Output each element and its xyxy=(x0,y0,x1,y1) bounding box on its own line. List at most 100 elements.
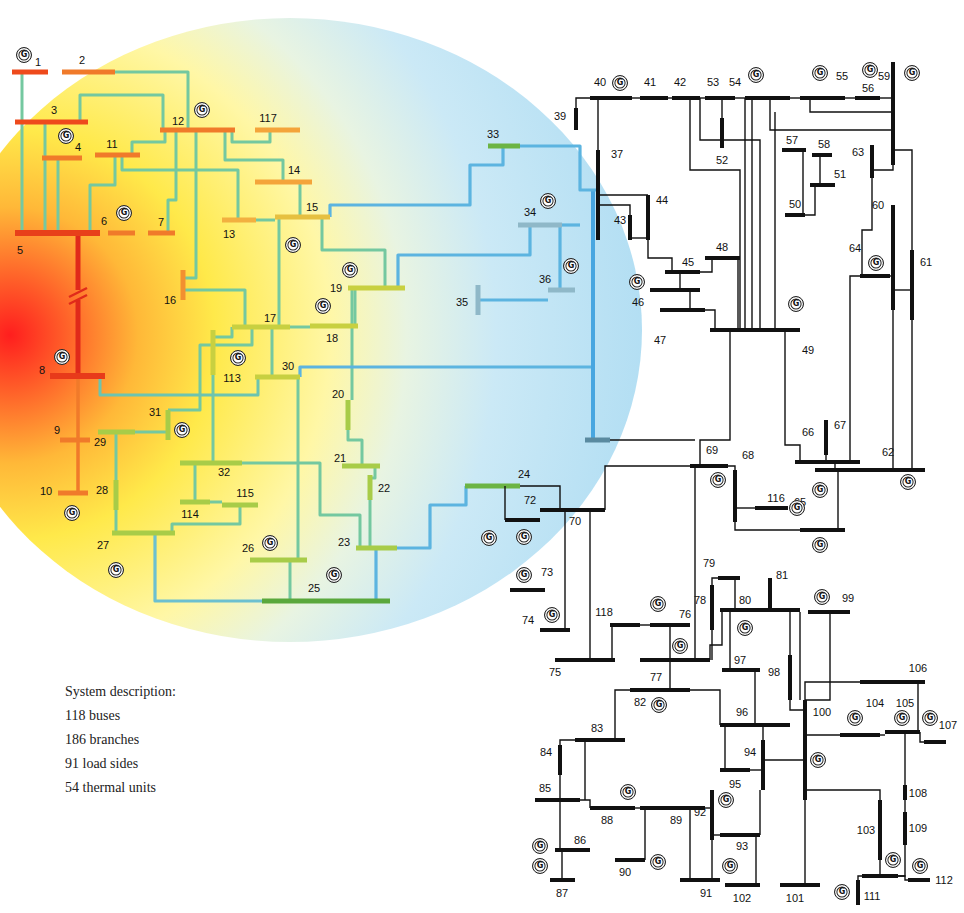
branch-line-black xyxy=(640,624,650,625)
bus-bar xyxy=(12,72,610,601)
generator-symbol: G xyxy=(540,193,556,209)
bus-number: 27 xyxy=(97,539,109,551)
bus-bar-black xyxy=(788,655,792,700)
branch-line-black xyxy=(504,486,505,520)
bus-bar xyxy=(42,156,82,161)
bus-number: 59 xyxy=(878,70,890,82)
generator-symbol: G xyxy=(516,567,532,583)
bus-bar-black xyxy=(558,745,562,775)
branch-line-black xyxy=(751,98,752,330)
bus-bar-black xyxy=(718,576,740,580)
bus-bar-black xyxy=(860,274,890,278)
bus-bar-black xyxy=(690,464,728,468)
bus-number: 13 xyxy=(223,228,235,240)
branch-line-black xyxy=(648,240,672,272)
generator-symbol: G xyxy=(922,710,938,726)
bus-bar-black xyxy=(812,153,832,157)
bus-bar-black xyxy=(903,785,907,800)
bus-number: 34 xyxy=(524,206,536,218)
branch-line-black xyxy=(669,660,670,690)
bus-bar-black xyxy=(855,96,880,100)
bus-number: 50 xyxy=(789,198,801,210)
bus-bar-black xyxy=(705,256,740,260)
bus-number: 9 xyxy=(54,424,60,436)
bus-bar-black xyxy=(596,150,600,240)
bus-number: 46 xyxy=(632,296,644,308)
branch-line xyxy=(225,130,283,182)
bus-number: 114 xyxy=(181,508,199,520)
bus-bar-black xyxy=(710,585,714,630)
bus-bar xyxy=(166,410,171,440)
branch-line-black xyxy=(589,510,590,660)
hot-branch xyxy=(69,233,87,493)
generator-letter: G xyxy=(727,862,734,870)
branch-line-black xyxy=(728,466,735,470)
branch-line-black xyxy=(893,289,912,290)
bus-bar-black xyxy=(720,768,750,772)
bus-number: 53 xyxy=(707,76,719,88)
bus-number: 19 xyxy=(330,282,342,294)
branch-line-black xyxy=(790,97,800,98)
bus-bar-black xyxy=(800,528,845,532)
branch-line xyxy=(212,375,215,463)
generator-letter: G xyxy=(63,132,70,140)
generator-symbol: G xyxy=(108,562,124,578)
branch-line-black xyxy=(635,807,640,808)
generator-symbol: G xyxy=(904,65,920,81)
bus-bar-black xyxy=(535,798,580,802)
bus-number: 49 xyxy=(802,344,814,356)
generator-letter: G xyxy=(867,66,874,74)
branch-line xyxy=(172,505,240,533)
branch-line xyxy=(90,155,115,233)
bus-number: 85 xyxy=(539,782,551,794)
bus-bar xyxy=(15,230,100,236)
bus-number: 52 xyxy=(716,154,728,166)
bus-bar xyxy=(180,461,242,466)
branch-line xyxy=(213,327,232,337)
bus-bar xyxy=(98,430,135,435)
bus-bar xyxy=(222,218,256,223)
bus-bar-black xyxy=(780,883,820,887)
generator-symbol: G xyxy=(810,752,826,768)
bus-bar-black xyxy=(720,608,800,612)
bus-bar xyxy=(62,70,115,75)
bus-bar xyxy=(181,270,186,300)
bus-bar-black xyxy=(646,195,650,240)
bus-number: 17 xyxy=(264,312,276,324)
hot-branch xyxy=(76,300,81,376)
bus-bar-black xyxy=(903,812,907,845)
bus-bar xyxy=(58,491,88,496)
generator-letter: G xyxy=(817,69,824,77)
generator-letter: G xyxy=(677,642,684,650)
generator-symbol: G xyxy=(710,472,726,488)
bus-bar-black xyxy=(745,96,790,100)
branch-line xyxy=(369,500,372,548)
bus-bar-black xyxy=(803,700,807,800)
generator-letter: G xyxy=(121,209,128,217)
bus-bar-black xyxy=(808,610,850,614)
bus-number: 81 xyxy=(776,569,788,581)
generator-symbol: G xyxy=(812,537,828,553)
generator-symbol: G xyxy=(174,422,190,438)
branch-line xyxy=(44,122,47,233)
bus-number: 40 xyxy=(594,76,606,88)
branch-line-black xyxy=(805,734,840,735)
bus-bar-black xyxy=(720,833,760,837)
generator-letter: G xyxy=(742,624,749,632)
bus-number: 42 xyxy=(674,76,686,88)
bus-number: 105 xyxy=(896,697,914,709)
branch-line xyxy=(242,463,360,548)
generator-letter: G xyxy=(617,79,624,87)
bus-bar-black xyxy=(590,96,632,100)
generator-symbol: G xyxy=(481,530,497,546)
branch-line xyxy=(115,510,118,533)
generator-letter: G xyxy=(290,241,297,249)
bus-number: 6 xyxy=(101,215,107,227)
bus-bar xyxy=(255,375,300,380)
bus-number: 107 xyxy=(939,719,957,731)
bus-number: 33 xyxy=(487,128,499,140)
branch-line-black xyxy=(917,682,918,732)
bus-number: 82 xyxy=(634,696,646,708)
generator-symbol: G xyxy=(789,500,805,516)
bus-number: 32 xyxy=(218,466,230,478)
